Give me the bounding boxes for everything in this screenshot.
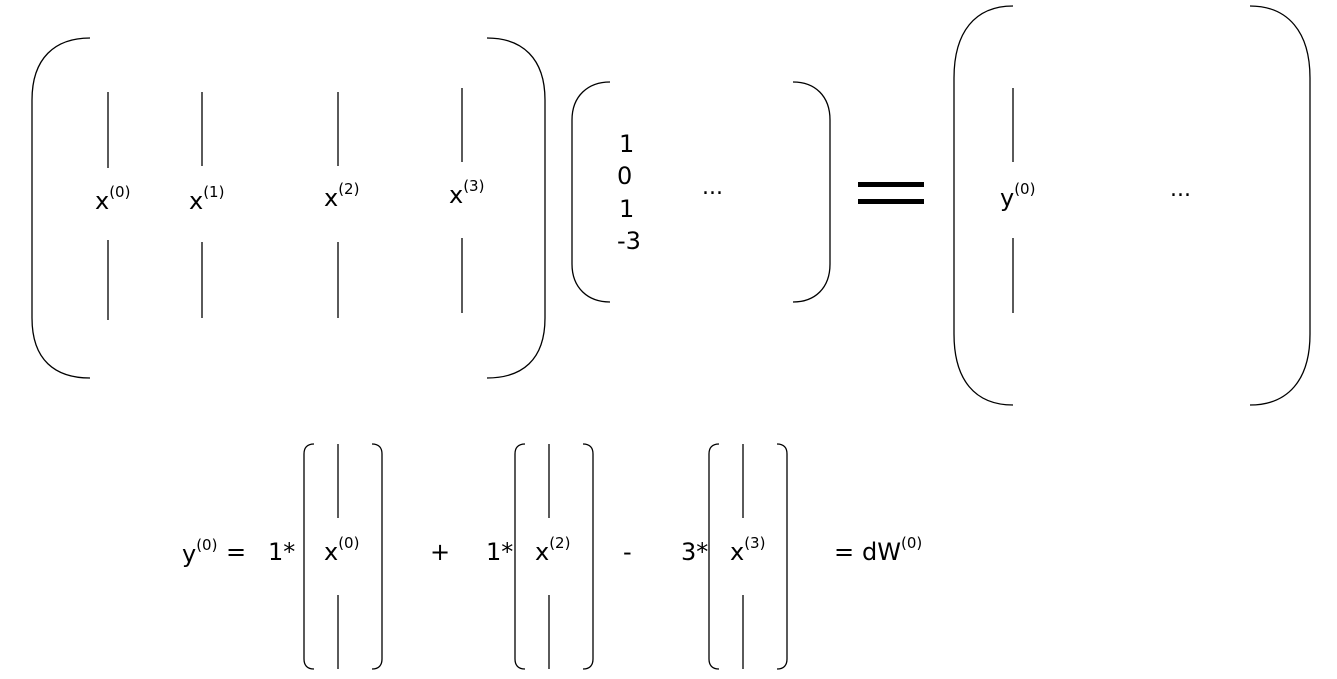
column-vector-x2	[514, 443, 594, 670]
term-0-coefficient: 1*	[268, 538, 295, 566]
term-2-coefficient: 3*	[681, 538, 708, 566]
column-vector-x0	[303, 443, 383, 670]
equation-lhs: y(0)	[182, 536, 217, 568]
matrix-x-col-0-label: x(0)	[95, 183, 130, 215]
term-1-vector-label: x(2)	[535, 534, 570, 566]
matrix-x-col-1-label: x(1)	[189, 183, 224, 215]
term-2-vector-label: x(3)	[730, 534, 765, 566]
vector-w-entry-3: -3	[617, 227, 641, 255]
matrix-y-left-bracket	[953, 5, 1014, 406]
equation-equals-2: =	[834, 538, 854, 566]
vector-w-entry-0: 1	[619, 130, 634, 158]
matrix-x-right-bracket	[486, 37, 546, 379]
term-0-vector-label: x(0)	[324, 534, 359, 566]
matrix-x-column-lines	[107, 88, 463, 320]
vector-w-left-bracket	[571, 81, 611, 303]
term-2-operator: -	[623, 538, 632, 566]
matrix-x-left-bracket	[31, 37, 91, 379]
vector-w-right-bracket	[792, 81, 831, 303]
vector-w-ellipsis: ...	[702, 175, 723, 200]
vector-w-entry-2: 1	[619, 195, 634, 223]
equation-rhs: dW(0)	[862, 534, 922, 566]
matrix-x-col-2-label: x(2)	[324, 180, 359, 212]
equation-equals-1: =	[226, 538, 246, 566]
matrix-y-right-bracket	[1249, 5, 1311, 406]
matrix-x-col-3-label: x(3)	[449, 177, 484, 209]
matrix-y-ellipsis: ...	[1170, 177, 1191, 202]
term-1-coefficient: 1*	[486, 538, 513, 566]
vector-w-entry-1: 0	[617, 162, 632, 190]
column-vector-x3	[708, 443, 788, 670]
term-1-operator: +	[430, 538, 450, 566]
matrix-y-col-0-label: y(0)	[1000, 180, 1035, 212]
equals-sign	[858, 182, 924, 204]
